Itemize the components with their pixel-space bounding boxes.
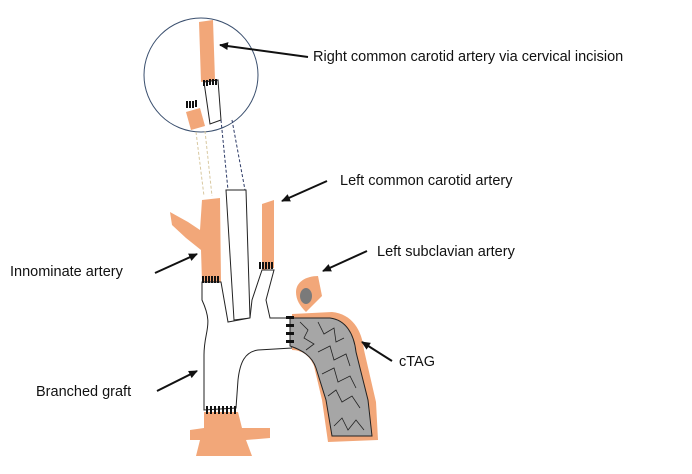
dashed-link-graft-b <box>231 119 246 191</box>
staples-left-carotid <box>259 262 273 269</box>
label-branched-graft: Branched graft <box>36 384 132 400</box>
label-left-common-carotid: Left common carotid artery <box>340 173 513 189</box>
ctag-stent-graft <box>289 317 373 437</box>
dashed-link-left <box>195 131 205 197</box>
branched-graft-body <box>201 269 293 411</box>
arrow-innominate <box>154 253 198 274</box>
label-left-subclavian: Left subclavian artery <box>377 244 515 260</box>
left-common-carotid-artery <box>262 200 274 270</box>
staples-proximal <box>206 406 236 414</box>
dashed-link-graft-a <box>220 119 229 191</box>
arrow-left-subclavian <box>322 250 368 272</box>
right-common-carotid-artery <box>199 20 215 82</box>
stent-wireframe <box>299 321 365 431</box>
ascending-aorta-root <box>190 412 270 456</box>
arrow-right-common-carotid <box>219 42 309 58</box>
graft-limb-upper <box>203 79 222 125</box>
dashed-link-mid <box>204 130 213 197</box>
staples-innominate <box>202 276 219 283</box>
label-right-common-carotid: Right common carotid artery via cervical… <box>313 49 624 65</box>
innominate-artery <box>170 198 221 282</box>
staples-right-carotid <box>203 79 217 86</box>
arrow-branched-graft <box>156 370 198 392</box>
arrow-ctag <box>361 341 393 362</box>
staples-subclavian-graft <box>286 316 294 343</box>
arrow-left-common-carotid <box>281 180 328 202</box>
right-carotid-distal-stump <box>186 108 205 130</box>
magnified-view-circle <box>143 17 259 133</box>
staples-right-carotid-stump <box>186 100 197 108</box>
label-ctag: cTAG <box>399 354 435 370</box>
subclavian-plug <box>300 288 312 304</box>
graft-limb-right-carotid <box>225 189 251 321</box>
label-innominate: Innominate artery <box>10 264 123 280</box>
